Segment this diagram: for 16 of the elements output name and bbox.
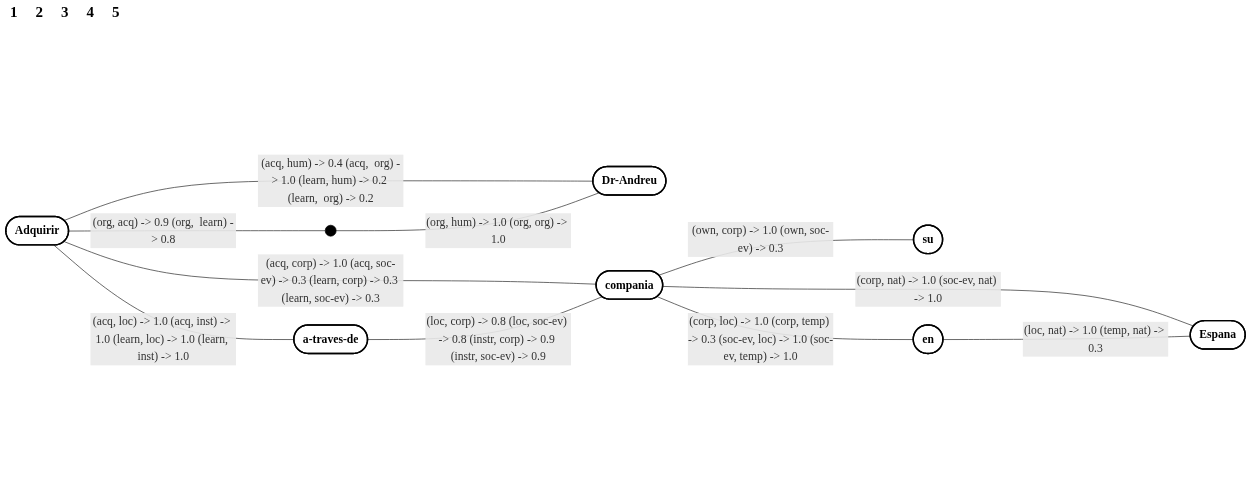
edge-label: (own, corp) -> 1.0 (own, soc-ev) -> 0.3 — [691, 224, 830, 254]
region-number: 3 — [61, 4, 69, 21]
edge-label: (org, hum) -> 1.0 (org, org) -> 1.0 — [426, 215, 568, 246]
edge-label: (corp, nat) -> 1.0 (soc-ev, nat) -> 1.0 — [856, 274, 997, 304]
node-circle — [324, 224, 337, 237]
edge-label: (acq, hum) -> 0.4 (acq, org) -> 1.0 (learn, hum) -> 0.2 (learn, org) -> 0.2 — [261, 156, 401, 205]
edge-label: (corp, loc) -> 1.0 (corp, temp) -> 0.3 (soc-ev, loc) -> 1.0 (soc-ev, temp) -> 1.0 — [687, 315, 834, 363]
edge-label: (loc, corp) -> 0.8 (loc, soc-ev) -> 0.8 (instr, corp) -> 0.9 (instr, soc-ev) -> 0.9 — [426, 315, 567, 363]
edge-label: (acq, loc) -> 1.0 (acq, inst) -> 1.0 (learn, loc) -> 1.0 (learn, inst) -> 1.0 — [92, 315, 231, 363]
edge-label: (loc, nat) -> 1.0 (temp, nat) -> 0.3 — [1023, 323, 1165, 354]
region-number: 1 — [10, 4, 18, 21]
region-number: 2 — [35, 4, 43, 21]
edge-label: (org, acq) -> 0.9 (org, learn) -> 0.8 — [92, 215, 234, 246]
region-number: 4 — [86, 4, 94, 21]
edge-label: (acq, corp) -> 1.0 (acq, soc-ev) -> 0.3 (learn, corp) -> 0.3 (learn, soc-ev) -> 0.3 — [260, 256, 398, 304]
region-number: 5 — [112, 4, 120, 21]
